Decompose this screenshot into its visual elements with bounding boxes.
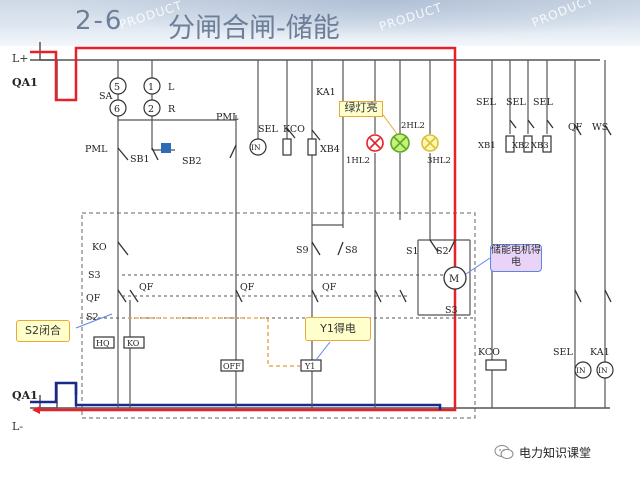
sel-label-3: SEL <box>506 97 526 108</box>
hl-label-3: 3HL2 <box>427 156 451 166</box>
xb2-label: XB2 <box>512 141 530 151</box>
switch-contacts <box>117 119 612 303</box>
banner-shade <box>0 0 640 46</box>
ka1-top-label: KA1 <box>316 87 336 98</box>
motor <box>443 266 467 290</box>
mechanical-links <box>80 274 475 319</box>
s2-right-label: S2 <box>436 246 449 257</box>
in-elements <box>249 138 614 379</box>
sa-contact-6-label: 6 <box>114 104 120 115</box>
qf-mid-label-1: QF <box>240 282 255 293</box>
pml-left-label: PML <box>85 144 108 155</box>
lamp-callout: 绿灯亮 <box>339 101 383 117</box>
qa1-top-label: QA1 <box>12 76 38 89</box>
positive-current-path <box>30 46 457 412</box>
current-arrow <box>32 406 40 414</box>
s3-right-label: S3 <box>445 305 458 316</box>
sa-contact-2-label: 2 <box>148 104 154 115</box>
sa-left-label: L <box>168 82 175 93</box>
xb3-label: XB3 <box>531 141 549 151</box>
motor-symbol: M <box>449 274 459 285</box>
qf-right-label: QF <box>568 122 583 133</box>
sa-dial <box>109 77 161 117</box>
sel-label-2: SEL <box>476 97 496 108</box>
in-label-2: IN <box>576 366 586 375</box>
s1-label: S1 <box>406 246 419 257</box>
qf-left-label-1: QF <box>86 293 101 304</box>
ka1-bottom-label: KA1 <box>590 347 610 358</box>
sa-label: SA <box>99 91 113 102</box>
footer-attribution: 电力知识课堂 <box>494 442 591 462</box>
ws-label: WS <box>592 122 608 133</box>
coil-off: OFF <box>223 362 241 371</box>
sa-contact-1-label: 1 <box>148 82 154 93</box>
sa-contact-6 <box>109 99 127 117</box>
rail-positive-label: L+ <box>12 52 29 65</box>
in-label-3: IN <box>598 366 608 375</box>
rail-negative-label: L- <box>12 420 23 433</box>
coil-boxes <box>93 336 322 372</box>
qa1-bottom-breaker <box>39 382 77 409</box>
wechat-icon <box>494 445 514 459</box>
sel-bottom-label: SEL <box>553 347 573 358</box>
sb1-label: SB1 <box>130 154 150 165</box>
s8-label: S8 <box>345 245 358 256</box>
qf-mid-label-2: QF <box>322 282 337 293</box>
y1-callout: Y1得电 <box>305 317 371 341</box>
s2-callout-pointer <box>75 313 113 329</box>
sel-label-4: SEL <box>533 97 553 108</box>
sa-contact-1 <box>143 77 161 95</box>
page-title: 分闸合闸-储能 <box>168 13 340 44</box>
lamp-callout-pointer <box>380 111 398 135</box>
ko-label: KO <box>92 242 107 253</box>
coil-y1: Y1 <box>304 362 315 371</box>
xb1-label: XB1 <box>478 141 496 151</box>
qa1-bottom-label: QA1 <box>12 389 38 402</box>
s2-operation-path <box>128 317 300 367</box>
s9-label: S9 <box>296 245 309 256</box>
branch-wires <box>117 60 606 408</box>
s3-left-label: S3 <box>88 270 101 281</box>
qf-left-label-2: QF <box>139 282 154 293</box>
hl-label-1: 1HL2 <box>346 156 370 166</box>
s2-callout: S2闭合 <box>16 320 70 342</box>
indicator-square <box>161 143 171 153</box>
kco-bottom-label: KCO <box>478 347 500 358</box>
qa1-top-breaker <box>39 42 77 101</box>
sa-right-label: R <box>168 104 176 115</box>
footer-text: 电力知识课堂 <box>519 445 592 460</box>
motor-callout: 储能电机得电 <box>490 244 542 272</box>
indicator-lamps <box>366 133 439 153</box>
in-label-1: IN <box>251 143 261 152</box>
coil-hq: HQ <box>96 339 110 348</box>
hl-label-2: 2HL2 <box>401 121 425 131</box>
pml-right-label: PML <box>216 112 239 123</box>
sa-contact-2 <box>143 99 161 117</box>
sel-label-1: SEL <box>258 124 278 135</box>
coil-ko: KO <box>127 339 140 348</box>
title-banner: PRODUCT PRODUCT PRODUCT 2-6 分闸合闸-储能 <box>0 0 640 46</box>
y1-callout-pointer <box>315 341 331 361</box>
sa-contact-5-label: 5 <box>114 82 120 93</box>
sa-contact-5 <box>109 77 127 95</box>
negative-current-path <box>30 381 442 410</box>
s2-left-label: S2 <box>86 312 99 323</box>
kco-label-1: KCO <box>283 124 305 135</box>
sb2-label: SB2 <box>182 156 202 167</box>
motor-callout-pointer <box>465 257 491 275</box>
xb4-label: XB4 <box>320 144 340 155</box>
terminal-blocks <box>282 135 552 371</box>
slide-number: 2-6 <box>75 6 124 36</box>
device-boundary <box>81 212 476 419</box>
